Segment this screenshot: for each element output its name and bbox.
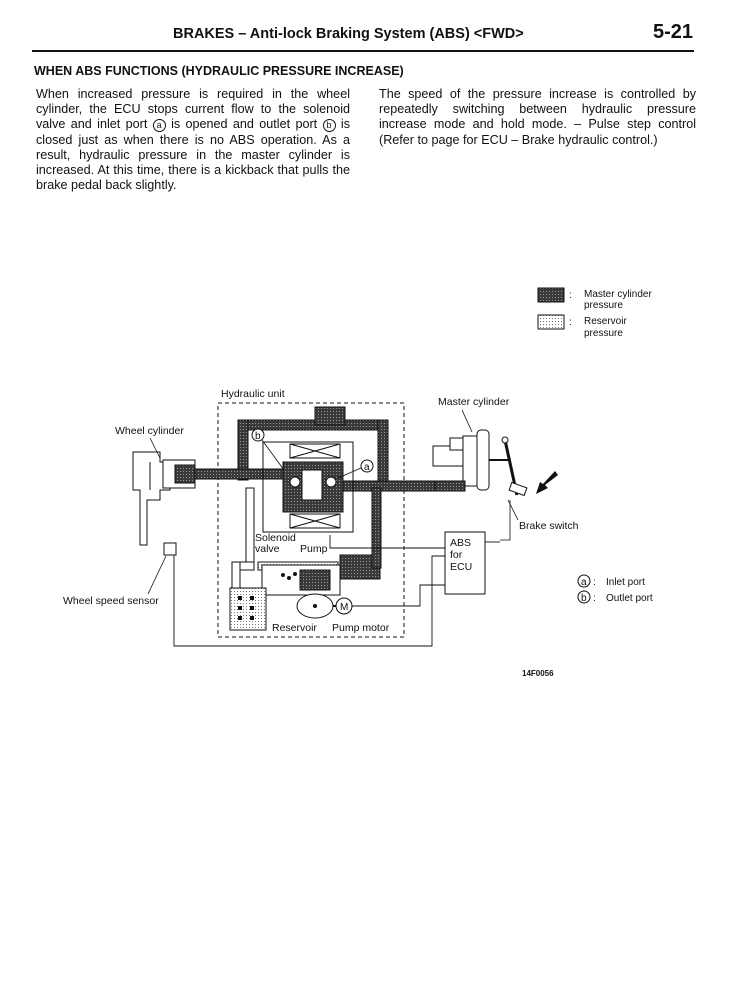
legend-inlet-label: Inlet port [606,577,645,588]
legend-outlet-marker [577,590,591,604]
pedal-force-arrow [536,471,558,494]
hydraulic-unit-boundary [217,402,405,638]
outlet-port-marker: b [322,119,336,133]
legend-outlet-label: Outlet port [606,593,653,604]
inlet-port-marker: a [152,119,166,133]
solenoid-label-2: valve [255,543,280,555]
legend-outlet-sep: : [593,593,596,604]
diagram-inlet-marker [360,459,374,473]
solenoid-plunger [301,469,323,501]
legend-outlet-marker-text: b [581,593,587,604]
pump-piston [299,569,331,591]
diagram-inlet-marker-text: a [364,462,370,473]
right-column-text: The speed of the pressure increase is co… [379,87,696,147]
header-title: BRAKES – Anti-lock Braking System (ABS) … [173,26,524,42]
solenoid-valve-body [262,441,354,533]
hydraulic-unit-label: Hydraulic unit [221,388,285,400]
brake-pedal [501,436,528,497]
diagram-outlet-marker-text: b [255,431,261,442]
valve-ball-right [325,476,337,488]
reservoir-label: Reservoir [272,622,317,634]
legend-sep-2: : [569,317,572,328]
reservoir-tank [229,587,267,631]
header-rule [32,50,694,52]
legend-reservoir-label-1: Reservoir [584,316,627,327]
legend-inlet-sep: : [593,577,596,588]
wheel-cylinder [132,451,196,546]
legend-reservoir-label-2: pressure [584,328,623,339]
abs-ecu-box [444,531,486,595]
wheel-speed-sensor [163,542,177,556]
pump-motor-label: Pump motor [332,622,390,634]
solenoid-label-1: Solenoid [255,532,296,544]
page-number: 5-21 [653,21,694,43]
wheel-cylinder-label: Wheel cylinder [115,425,184,437]
abs-ecu-label-3: ECU [450,561,472,573]
legend-sep-1: : [569,290,572,301]
abs-ecu-label-2: for [450,549,463,561]
pump-label: Pump [300,543,328,555]
wiring [173,535,500,647]
solenoid-coil-bottom [289,513,341,529]
legend-inlet-marker-text: a [581,577,587,588]
abs-ecu-label-1: ABS [450,537,471,549]
diagram-outlet-marker [251,428,265,442]
legend-reservoir-swatch [537,314,565,330]
left-text-part1: When increased pressure is required in t… [36,87,350,132]
valve-ball-left [289,476,301,488]
legend-master-label-1: Master cylinder [584,289,652,300]
left-column-text: When increased pressure is required in t… [36,87,350,193]
wheel-speed-sensor-label: Wheel speed sensor [63,595,159,607]
legend-master-label-2: pressure [584,300,623,311]
solenoid-coil-top [289,443,341,459]
motor-symbol-text: M [340,602,348,613]
section-heading: WHEN ABS FUNCTIONS (HYDRAULIC PRESSURE I… [34,64,404,78]
figure-id: 14F0056 [522,669,554,678]
master-cylinder-label: Master cylinder [438,396,510,408]
brake-switch-label: Brake switch [519,520,579,532]
legend-inlet-marker [577,574,591,588]
left-text-part3: is closed just as when there is no ABS o… [36,117,351,193]
left-text-part2: is opened and outlet port [171,117,318,132]
master-cylinder [432,429,510,492]
legend-master-swatch [537,287,565,303]
